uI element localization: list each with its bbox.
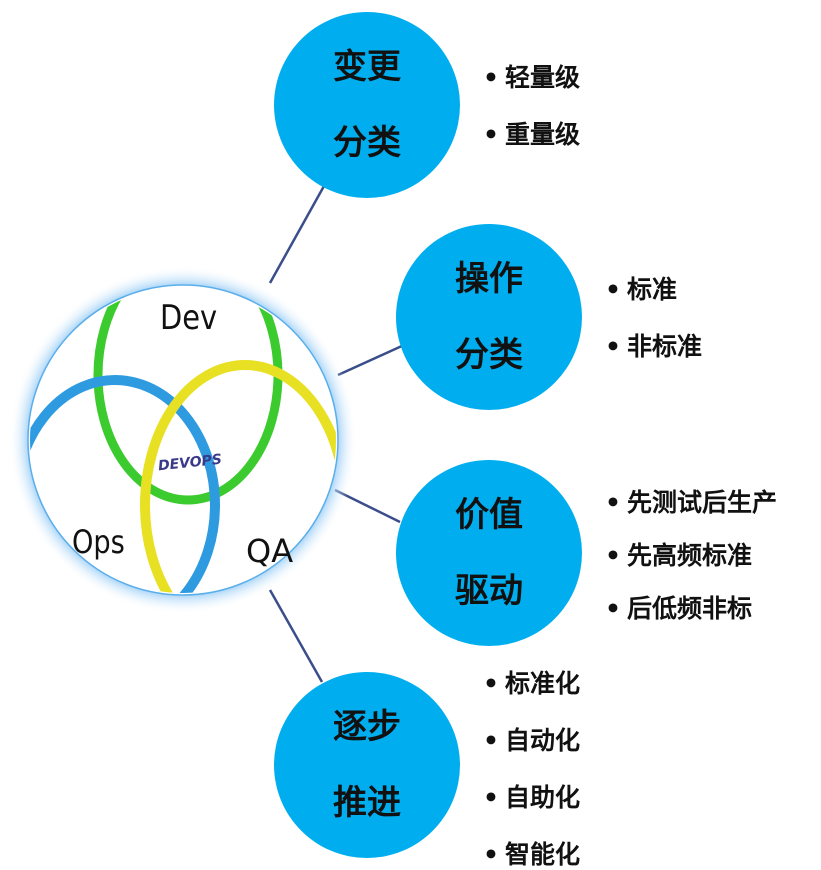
node-value-title-1: 价值 [455, 495, 523, 535]
node-change-title-2: 分类 [333, 123, 401, 163]
connector-change [268, 185, 326, 284]
list-item: 智能化 [483, 840, 580, 869]
list-item: 标准 [605, 275, 702, 304]
list-item: 先测试后生产 [605, 488, 777, 517]
value-driven-list: 先测试后生产 先高频标准 后低频非标 [605, 488, 777, 623]
operation-classification-list: 标准 非标准 [605, 275, 702, 361]
node-progressive-advance: 逐步 推进 [274, 672, 460, 858]
venn-label-ops: Ops [72, 523, 125, 561]
venn-label-qa: QA [246, 532, 294, 570]
node-change-title-1: 变更 [333, 47, 401, 87]
connector-progress [268, 589, 324, 683]
list-item: 标准化 [483, 669, 580, 698]
node-value-driven: 价值 驱动 [396, 460, 582, 646]
node-progress-title-1: 逐步 [333, 707, 401, 747]
list-item: 非标准 [605, 332, 702, 361]
change-classification-list: 轻量级 重量级 [483, 63, 580, 149]
list-item: 自助化 [483, 783, 580, 812]
list-item: 先高频标准 [605, 541, 777, 570]
progressive-advance-list: 标准化 自动化 自助化 智能化 [483, 669, 580, 869]
node-operation-title-1: 操作 [455, 259, 523, 299]
qa-ring [140, 360, 336, 593]
list-item: 后低频非标 [605, 594, 777, 623]
venn-label-dev: Dev [160, 298, 218, 338]
node-change-classification: 变更 分类 [274, 12, 460, 198]
node-operation-title-2: 分类 [455, 335, 523, 375]
list-item: 重量级 [483, 120, 580, 149]
connector-operation [337, 343, 405, 377]
list-item: 轻量级 [483, 63, 580, 92]
ops-ring [30, 375, 220, 593]
list-item: 自动化 [483, 726, 580, 755]
node-operation-classification: 操作 分类 [396, 224, 582, 410]
node-value-title-2: 驱动 [455, 571, 523, 611]
node-progress-title-2: 推进 [333, 783, 401, 823]
